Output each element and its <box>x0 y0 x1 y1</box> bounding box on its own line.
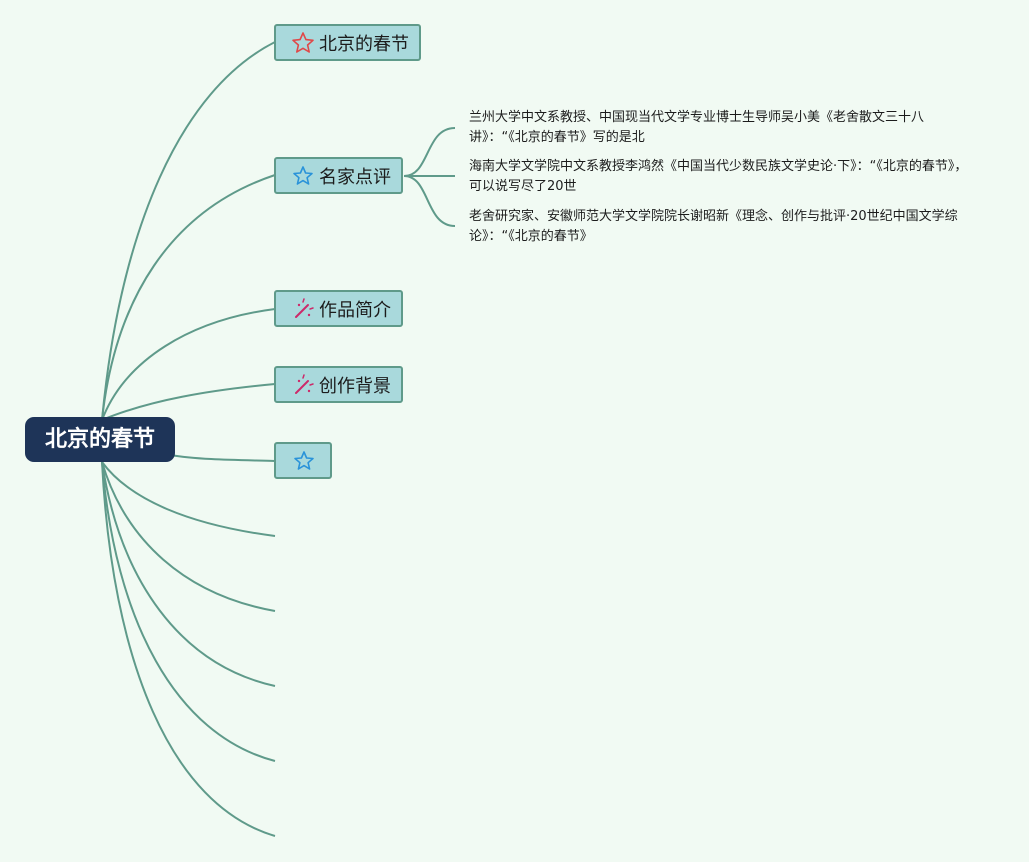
connector-empty-1 <box>101 461 276 537</box>
connector-empty-3 <box>101 461 276 687</box>
branch-node-untitled[interactable] <box>274 442 332 479</box>
branch-node-introduction[interactable]: 作品简介 <box>274 290 403 327</box>
sparkle-wand-icon <box>291 373 315 397</box>
review-note-2[interactable]: 海南大学文学院中文系教授李鸿然《中国当代少数民族文学史论·下》：“《北京的春节》… <box>469 159 968 194</box>
connector-branch-1 <box>101 41 276 421</box>
review-note-1[interactable]: 兰州大学中文系教授、中国现当代文学专业博士生导师吴小美《老舍散文三十八讲》：“《… <box>469 110 925 145</box>
connector-empty-2 <box>101 461 276 612</box>
connector-empty-5 <box>101 461 276 837</box>
branch-node-beijing-spring[interactable]: 北京的春节 <box>274 24 421 61</box>
connector-review-3 <box>403 175 456 227</box>
blue-star-outline-icon <box>292 449 316 473</box>
root-node[interactable]: 北京的春节 <box>25 417 175 462</box>
branch-node-reviews[interactable]: 名家点评 <box>274 157 403 194</box>
branch-node-label: 名家点评 <box>319 166 391 188</box>
blue-star-outline-icon <box>291 164 315 188</box>
connector-branch-2 <box>101 174 276 421</box>
root-node-label: 北京的春节 <box>44 427 155 452</box>
connector-branch-3 <box>101 308 276 421</box>
connector-empty-4 <box>101 461 276 762</box>
branch-node-label: 创作背景 <box>319 375 391 397</box>
connector-review-1 <box>403 127 456 177</box>
branch-node-background[interactable]: 创作背景 <box>274 366 403 403</box>
branch-node-label: 作品简介 <box>319 299 391 321</box>
sparkle-wand-icon <box>291 297 315 321</box>
connector-branch-5 <box>169 454 276 462</box>
branch-node-label: 北京的春节 <box>319 33 409 55</box>
review-note-3[interactable]: 老舍研究家、安徽师范大学文学院院长谢昭新《理念、创作与批评·20世纪中国文学综论… <box>469 209 958 244</box>
red-star-outline-icon <box>291 31 315 55</box>
connector-branch-4 <box>101 383 276 421</box>
